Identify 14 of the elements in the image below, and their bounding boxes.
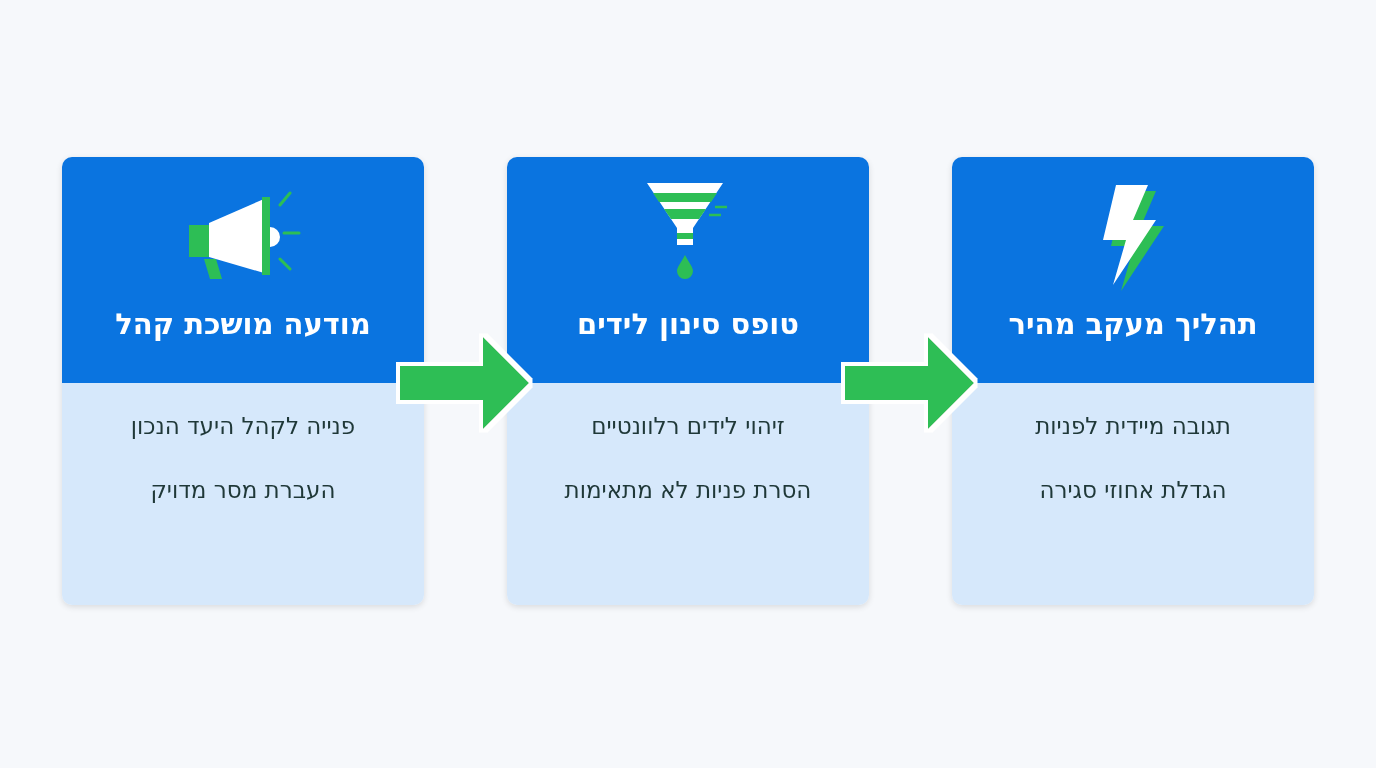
- card-heading: תהליך מעקב מהיר: [1008, 307, 1258, 341]
- card-text: זיהוי לידים רלוונטיים: [591, 413, 785, 439]
- card-text: הסרת פניות לא מתאימות: [564, 477, 812, 503]
- process-card: [62, 157, 424, 605]
- card-text: הגדלת אחוזי סגירה: [1039, 477, 1227, 503]
- card-heading: טופס סינון לידים: [577, 307, 799, 341]
- process-card: [952, 157, 1314, 605]
- card-heading: מודעה מושכת קהל: [115, 307, 371, 341]
- card-text: העברת מסר מדויק: [150, 477, 336, 503]
- card-text: פנייה לקהל היעד הנכון: [130, 413, 356, 439]
- card-text: תגובה מיידית לפניות: [1035, 413, 1231, 439]
- arrow: [845, 337, 974, 429]
- process-card: [507, 157, 869, 605]
- arrow: [400, 337, 529, 429]
